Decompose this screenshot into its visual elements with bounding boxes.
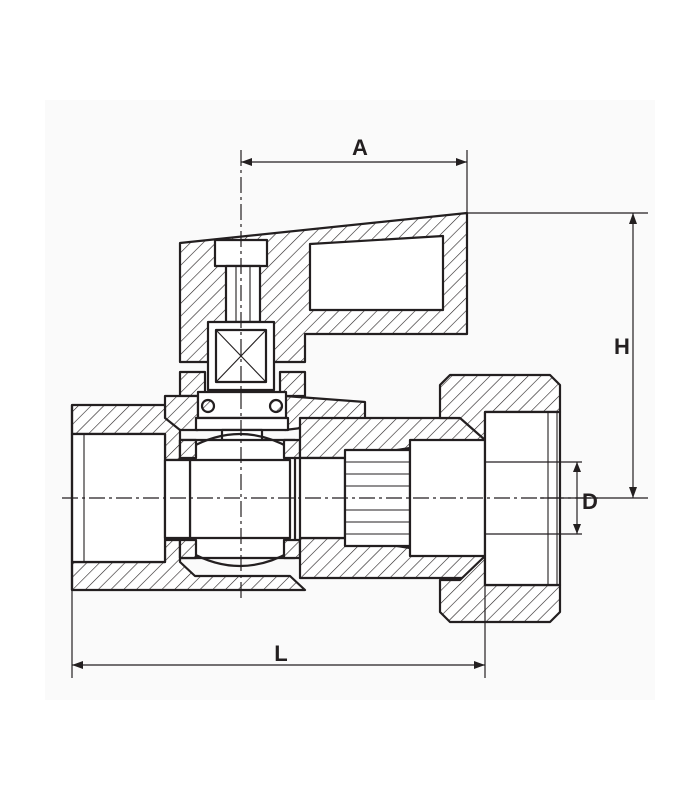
dimension-l (71, 580, 486, 678)
dimension-h-label: H (614, 334, 630, 359)
dimension-a-label: A (352, 135, 368, 160)
dimension-d-label: D (582, 489, 598, 514)
dimension-a (241, 150, 468, 213)
dimension-h (467, 212, 648, 499)
dimension-d (485, 461, 582, 535)
ball-chamber (163, 433, 302, 567)
dimension-l-label: L (274, 641, 287, 666)
